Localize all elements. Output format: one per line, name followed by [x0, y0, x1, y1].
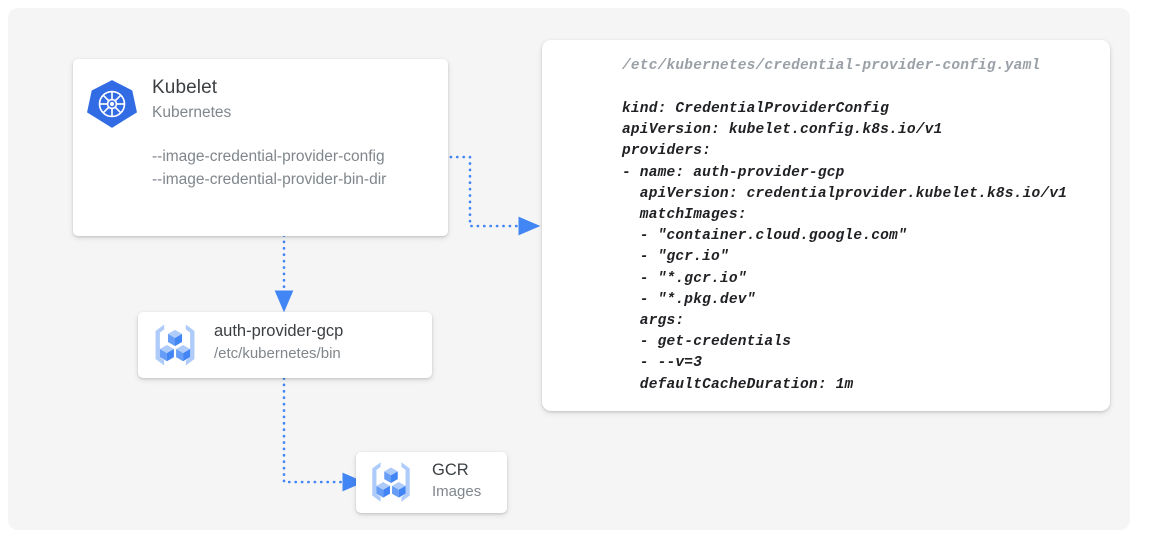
cube-bottom-right	[176, 345, 191, 362]
cube-bottom-left	[376, 482, 390, 498]
gcp-container-registry-icon	[155, 324, 195, 366]
node-gcr[interactable]: GCR Images	[356, 452, 507, 513]
cube-top	[384, 467, 398, 484]
kubernetes-logo-icon	[87, 80, 137, 128]
kubelet-subtitle: Kubernetes	[152, 104, 232, 121]
gcp-container-registry-icon	[372, 462, 410, 502]
gcr-subtitle: Images	[432, 483, 482, 500]
kubelet-title: Kubelet	[152, 77, 218, 98]
kubelet-flag-config: --image-credential-provider-config	[152, 148, 385, 165]
kubelet-flag-bin-dir: --image-credential-provider-bin-dir	[152, 171, 387, 188]
auth-provider-subtitle: /etc/kubernetes/bin	[214, 345, 341, 362]
auth-provider-title: auth-provider-gcp	[214, 322, 344, 340]
cube-bottom-left	[159, 345, 174, 362]
yaml-config-panel[interactable]: /etc/kubernetes/credential-provider-conf…	[542, 40, 1110, 411]
yaml-file-path: /etc/kubernetes/credential-provider-conf…	[622, 58, 1041, 74]
gcr-title: GCR	[432, 461, 469, 479]
node-auth-provider-gcp[interactable]: auth-provider-gcp /etc/kubernetes/bin	[138, 312, 432, 378]
cube-bottom-right	[392, 482, 406, 498]
yaml-config-content: kind: CredentialProviderConfig apiVersio…	[622, 101, 1068, 393]
cube-top	[167, 329, 183, 347]
node-kubelet[interactable]: Kubelet Kubernetes --image-credential-pr…	[73, 59, 448, 236]
